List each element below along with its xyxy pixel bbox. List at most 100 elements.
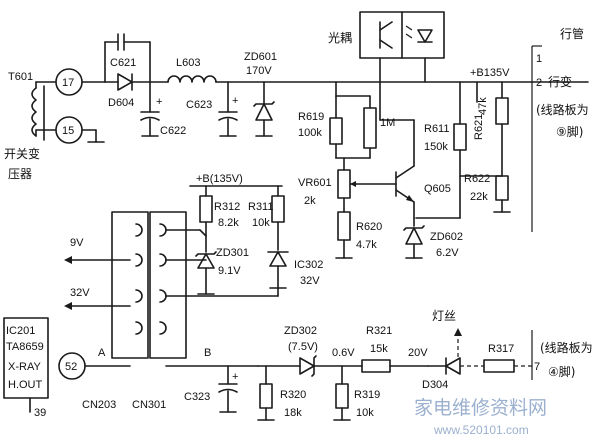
c622-label: C622 [160,125,186,137]
r321-label: R321 [366,325,392,337]
r620-value: 4.7k [356,239,377,251]
zd302-value: (7.5V) [288,341,318,353]
t601-desc-2: 压器 [8,167,32,181]
r622-value: 22k [470,191,488,203]
r611-value: 150k [424,141,448,153]
pin-17-label: 17 [62,77,74,89]
zd301-label: ZD301 [216,247,249,259]
r621-value: 47k [477,97,489,115]
d304-label: D304 [422,379,448,391]
t601-desc-1: 开关变 [4,146,40,161]
r619-label: R619 [298,111,324,123]
pin-2-label: 2 [536,77,542,89]
r620-label: R620 [356,221,382,233]
d604-diode [117,73,133,91]
q605-label: Q605 [424,183,451,195]
line-board-pin-2: ④脚) [548,364,575,379]
r619-resistor [329,117,343,145]
cn301-label: CN301 [132,399,166,411]
zd301-value: 9.1V [218,265,241,277]
watermark-url: www.520101.com [433,423,529,437]
t601-label: T601 [8,71,33,83]
line-board-note-1: (线路板为 [536,102,589,117]
v9-label: 9V [70,237,84,249]
filament-label: 灯丝 [432,309,456,323]
c623-plus: + [232,95,238,107]
zd602-zener [405,227,423,245]
zd602-value: 6.2V [436,247,459,259]
d304-diode [445,357,461,375]
r312-value: 8.2k [218,217,239,229]
r319-label: R319 [354,389,380,401]
c323-label: C323 [184,391,210,403]
t601-coil [31,87,37,137]
r320-resistor [259,383,273,409]
node-a-label: A [98,347,106,359]
zd601-zener [255,103,273,121]
r320-label: R320 [280,389,306,401]
r622-label: R622 [464,173,490,185]
hang-guan-label: 行管 [560,26,584,41]
ic302-label: IC302 [294,259,323,271]
c323-plus: + [232,371,238,383]
ic201-label: IC201 [6,325,35,337]
c623-label: C623 [186,99,212,111]
r320-value: 18k [284,407,302,419]
b135v-label: +B135V [470,67,510,79]
zd602-label: ZD602 [430,231,463,243]
r619-value: 100k [298,127,322,139]
c621-label: C621 [110,57,136,69]
r319-value: 10k [356,407,374,419]
r312-resistor [199,195,213,223]
ic201-box [3,317,49,399]
watermark-cn: 家电维修资料网 [414,397,547,419]
r317-resistor [483,359,515,373]
xray-label: X-RAY [8,361,41,373]
vr601-potentiometer [337,169,351,199]
ic201-part: TA8659 [6,341,44,353]
c622-plus: + [156,96,162,108]
line-board-note-2: (线路板为 [540,340,593,355]
d604-label: D604 [108,97,134,109]
r321-value: 15k [370,343,388,355]
r-1m-label: 1M [380,117,395,129]
v32-label: 32V [70,287,90,299]
r621-label: R621 [473,114,485,140]
l603-inductor [167,75,217,83]
v06-label: 0.6V [332,347,355,359]
zd302-label: ZD302 [284,325,317,337]
ic302-value: 32V [300,275,320,287]
r622-resistor [495,175,509,201]
pin-39-label: 39 [34,407,46,419]
l603-label: L603 [176,57,200,69]
node-b-label: B [204,347,211,359]
r311-label: R311 [248,201,273,213]
v20-label: 20V [408,347,428,359]
r312-label: R312 [214,201,240,213]
r611-label: R611 [424,123,449,135]
zd301-zener [197,253,215,269]
r317-label: R317 [488,343,514,355]
hang-bian-label: 行变 [548,74,572,89]
line-board-pin-1: ⑨脚) [556,124,583,139]
cn301-connector [149,211,187,359]
optocoupler-label: 光耦 [328,31,352,45]
pin-1-label: 1 [536,53,542,65]
ic302-zener [269,251,287,267]
pin-52-label: 52 [65,361,77,373]
r620-resistor [337,211,351,241]
vr601-label: VR601 [298,177,332,189]
vr601-value: 2k [304,195,316,207]
b135v-label-2: +B(135V) [196,173,243,185]
cn203-connector [111,211,149,359]
zd302-zener [299,357,315,375]
r611-resistor [453,123,467,151]
r311-resistor [271,195,285,223]
pin-7-label: 7 [534,361,540,373]
r321-resistor [361,359,391,373]
zd601-label: ZD601 [244,51,277,63]
zd601-voltage: 170V [246,65,272,77]
hout-label: H.OUT [8,379,43,391]
r621-resistor [495,97,509,125]
